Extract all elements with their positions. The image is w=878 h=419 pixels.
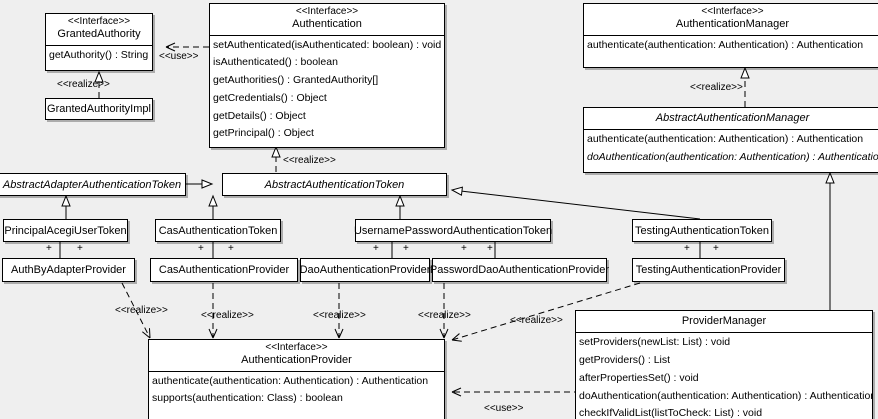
class-authentication-manager[interactable]: <<Interface>> AuthenticationManager auth…: [583, 3, 878, 68]
class-granted-authority-impl[interactable]: GrantedAuthorityImpl: [45, 98, 153, 120]
member-row: setAuthenticated(isAuthenticated: boolea…: [213, 38, 442, 51]
class-name: AuthenticationProvider: [241, 354, 352, 367]
member-row: afterPropertiesSet() : void: [579, 371, 699, 384]
class-name: DaoAuthenticationProvider: [299, 264, 431, 276]
member-row: getAuthorities() : GrantedAuthority[]: [213, 74, 379, 87]
class-auth-by-adapter-provider[interactable]: AuthByAdapterProvider: [2, 258, 135, 282]
class-name: GrantedAuthorityImpl: [47, 103, 151, 115]
member-row: getProviders() : List: [579, 354, 671, 367]
class-name: TestingAuthenticationProvider: [635, 264, 782, 276]
class-name: UsernamePasswordAuthenticationToken: [353, 224, 553, 237]
class-header: <<Interface>> AuthenticationProvider: [149, 340, 444, 372]
assoc-marker-plus: +: [373, 243, 379, 254]
class-header: AbstractAuthenticationManager: [584, 108, 878, 131]
member-row: supports(authentication: Class) : boolea…: [152, 392, 343, 405]
class-members: authenticate(authentication: Authenticat…: [149, 372, 444, 410]
edge-label-realize-auth-by-adapter: <<realize>>: [115, 305, 168, 316]
edge-label-realize-password-dao-provider: <<realize>>: [418, 310, 471, 321]
class-members: authenticate(authentication: Authenticat…: [584, 36, 878, 56]
class-principal-acegi-user-token[interactable]: PrincipalAcegiUserToken: [3, 219, 128, 242]
class-cas-authentication-provider[interactable]: CasAuthenticationProvider: [150, 258, 298, 282]
member-row: getPrincipal() : Object: [213, 127, 314, 140]
edge-label-use-provider-manager: <<use>>: [484, 403, 524, 414]
assoc-marker-plus: +: [713, 243, 719, 254]
member-row: isAuthenticated() : boolean: [213, 56, 338, 69]
stereotype-label: <<Interface>>: [701, 6, 764, 17]
class-authentication-provider[interactable]: <<Interface>> AuthenticationProvider aut…: [148, 339, 445, 419]
class-header: <<Interface>> GrantedAuthority: [46, 14, 152, 46]
edge-generalization-testingtoken: [450, 186, 701, 220]
class-name: ProviderManager: [681, 315, 767, 327]
member-row: doAuthentication(authentication: Authent…: [579, 389, 872, 402]
class-name: CasAuthenticationProvider: [158, 264, 290, 276]
stereotype-label: <<Interface>>: [67, 16, 131, 27]
class-cas-authentication-token[interactable]: CasAuthenticationToken: [155, 219, 281, 242]
class-authentication[interactable]: <<Interface>> Authentication setAuthenti…: [209, 3, 445, 148]
class-testing-authentication-token[interactable]: TestingAuthenticationToken: [632, 219, 772, 242]
class-granted-authority[interactable]: <<Interface>> GrantedAuthority getAuthor…: [45, 13, 153, 71]
class-abstract-authentication-manager[interactable]: AbstractAuthenticationManager authentica…: [583, 107, 878, 173]
stereotype-label: <<Interface>>: [265, 342, 328, 353]
assoc-marker-plus: +: [228, 243, 234, 254]
stereotype-label: <<Interface>>: [295, 6, 359, 17]
class-name: AuthenticationManager: [675, 18, 790, 31]
assoc-marker-plus: +: [461, 243, 467, 254]
member-row: authenticate(authentication: Authenticat…: [152, 374, 429, 387]
class-name: AbstractAuthenticationToken: [264, 178, 405, 191]
class-abstract-authentication-token[interactable]: AbstractAuthenticationToken: [222, 173, 447, 196]
edge-label-realize-granted-authority-impl: <<realize>>: [57, 79, 110, 90]
class-name: GrantedAuthority: [57, 28, 141, 41]
edge-label-realize-testing-provider: <<realize>>: [510, 315, 563, 326]
class-header: <<Interface>> AuthenticationManager: [584, 4, 878, 36]
assoc-marker-plus: +: [684, 243, 690, 254]
member-row: getDetails() : Object: [213, 109, 306, 122]
class-testing-authentication-provider[interactable]: TestingAuthenticationProvider: [632, 258, 785, 282]
edge-label-use-authentication-granted-authority: <<use>>: [159, 51, 199, 62]
class-members: setAuthenticated(isAuthenticated: boolea…: [210, 36, 444, 145]
assoc-marker-plus: +: [77, 243, 83, 254]
class-name: CasAuthenticationToken: [158, 224, 278, 237]
class-dao-authentication-provider[interactable]: DaoAuthenticationProvider: [300, 258, 430, 282]
class-name: Authentication: [292, 18, 362, 31]
class-header: <<Interface>> Authentication: [210, 4, 444, 36]
class-name: AuthByAdapterProvider: [11, 264, 126, 276]
class-name: TestingAuthenticationToken: [635, 224, 769, 237]
class-members: authenticate(authentication: Authenticat…: [584, 130, 878, 168]
member-row: doAuthentication(authentication: Authent…: [587, 151, 878, 164]
class-password-dao-authentication-provider[interactable]: PasswordDaoAuthenticationProvider: [430, 258, 609, 282]
member-row: getAuthority() : String: [49, 48, 149, 61]
edge-label-realize-dao-provider: <<realize>>: [313, 310, 366, 321]
class-name: PasswordDaoAuthenticationProvider: [429, 264, 610, 276]
edge-label-realize-cas-provider: <<realize>>: [201, 310, 254, 321]
member-row: setProviders(newList: List) : void: [579, 336, 731, 349]
class-name: PrincipalAcegiUserToken: [4, 224, 127, 237]
member-row: checkIfValidList(listToCheck: List) : vo…: [579, 407, 763, 419]
class-members: getAuthority() : String: [46, 46, 152, 66]
assoc-marker-plus: +: [46, 243, 52, 254]
assoc-marker-plus: +: [198, 243, 204, 254]
class-header: ProviderManager: [576, 311, 872, 334]
assoc-marker-plus: +: [487, 243, 493, 254]
class-username-password-authentication-token[interactable]: UsernamePasswordAuthenticationToken: [354, 219, 552, 242]
edge-label-realize-abstract-token-authentication: <<realize>>: [283, 155, 336, 166]
class-name: AbstractAdapterAuthenticationToken: [2, 178, 182, 191]
edge-label-realize-abstract-manager: <<realize>>: [690, 82, 743, 93]
class-abstract-adapter-authentication-token[interactable]: AbstractAdapterAuthenticationToken: [0, 173, 186, 196]
member-row: authenticate(authentication: Authenticat…: [587, 133, 864, 146]
class-provider-manager[interactable]: ProviderManager setProviders(newList: Li…: [575, 310, 873, 419]
member-row: getCredentials() : Object: [213, 91, 327, 104]
class-members: setProviders(newList: List) : void getPr…: [576, 333, 872, 419]
class-name: AbstractAuthenticationManager: [655, 112, 810, 124]
member-row: authenticate(authentication: Authenticat…: [587, 38, 864, 51]
assoc-marker-plus: +: [403, 243, 409, 254]
